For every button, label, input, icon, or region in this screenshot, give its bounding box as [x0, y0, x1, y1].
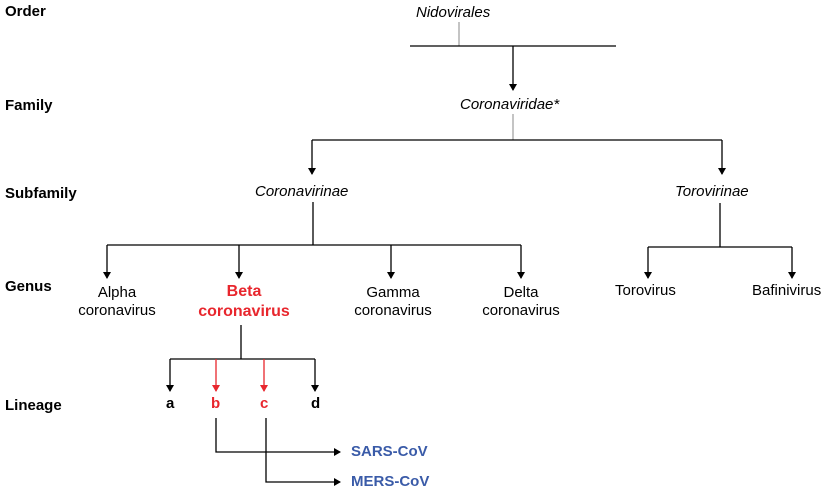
- level-subfamily: Subfamily: [5, 185, 77, 202]
- level-order: Order: [5, 3, 46, 20]
- genus-alpha-line2: coronavirus: [78, 302, 156, 319]
- genus-bafinivirus: Bafinivirus: [752, 282, 822, 299]
- virus-sars-cov: SARS-CoV: [351, 443, 428, 460]
- level-lineage: Lineage: [5, 397, 62, 414]
- genus-beta-line1: Beta: [226, 283, 262, 300]
- genus-beta-line2: coronavirus: [198, 303, 290, 320]
- genus-alpha-line1: Alpha: [97, 284, 137, 301]
- genus-gamma-line2: coronavirus: [354, 302, 432, 319]
- genus-alpha: Alpha coronavirus: [77, 284, 157, 320]
- level-genus: Genus: [5, 278, 52, 295]
- genus-torovirus: Torovirus: [615, 282, 676, 299]
- order-name: Nidovirales: [416, 4, 491, 21]
- lineage-b: b: [211, 395, 221, 412]
- subfamily-coronavirinae: Coronavirinae: [255, 183, 349, 200]
- genus-gamma: Gamma coronavirus: [343, 284, 443, 320]
- family-name: Coronaviridae*: [460, 96, 560, 113]
- subfamily-torovirinae: Torovirinae: [675, 183, 749, 200]
- genus-gamma-line1: Gamma: [366, 284, 420, 301]
- lineage-c: c: [260, 395, 269, 412]
- lineage-d: d: [311, 395, 321, 412]
- level-family: Family: [5, 97, 53, 114]
- genus-beta: Beta coronavirus: [189, 282, 299, 322]
- virus-mers-cov: MERS-CoV: [351, 473, 430, 490]
- genus-delta-line1: Delta: [503, 284, 539, 301]
- lineage-a: a: [166, 395, 175, 412]
- genus-delta: Delta coronavirus: [471, 284, 571, 320]
- genus-delta-line2: coronavirus: [482, 302, 560, 319]
